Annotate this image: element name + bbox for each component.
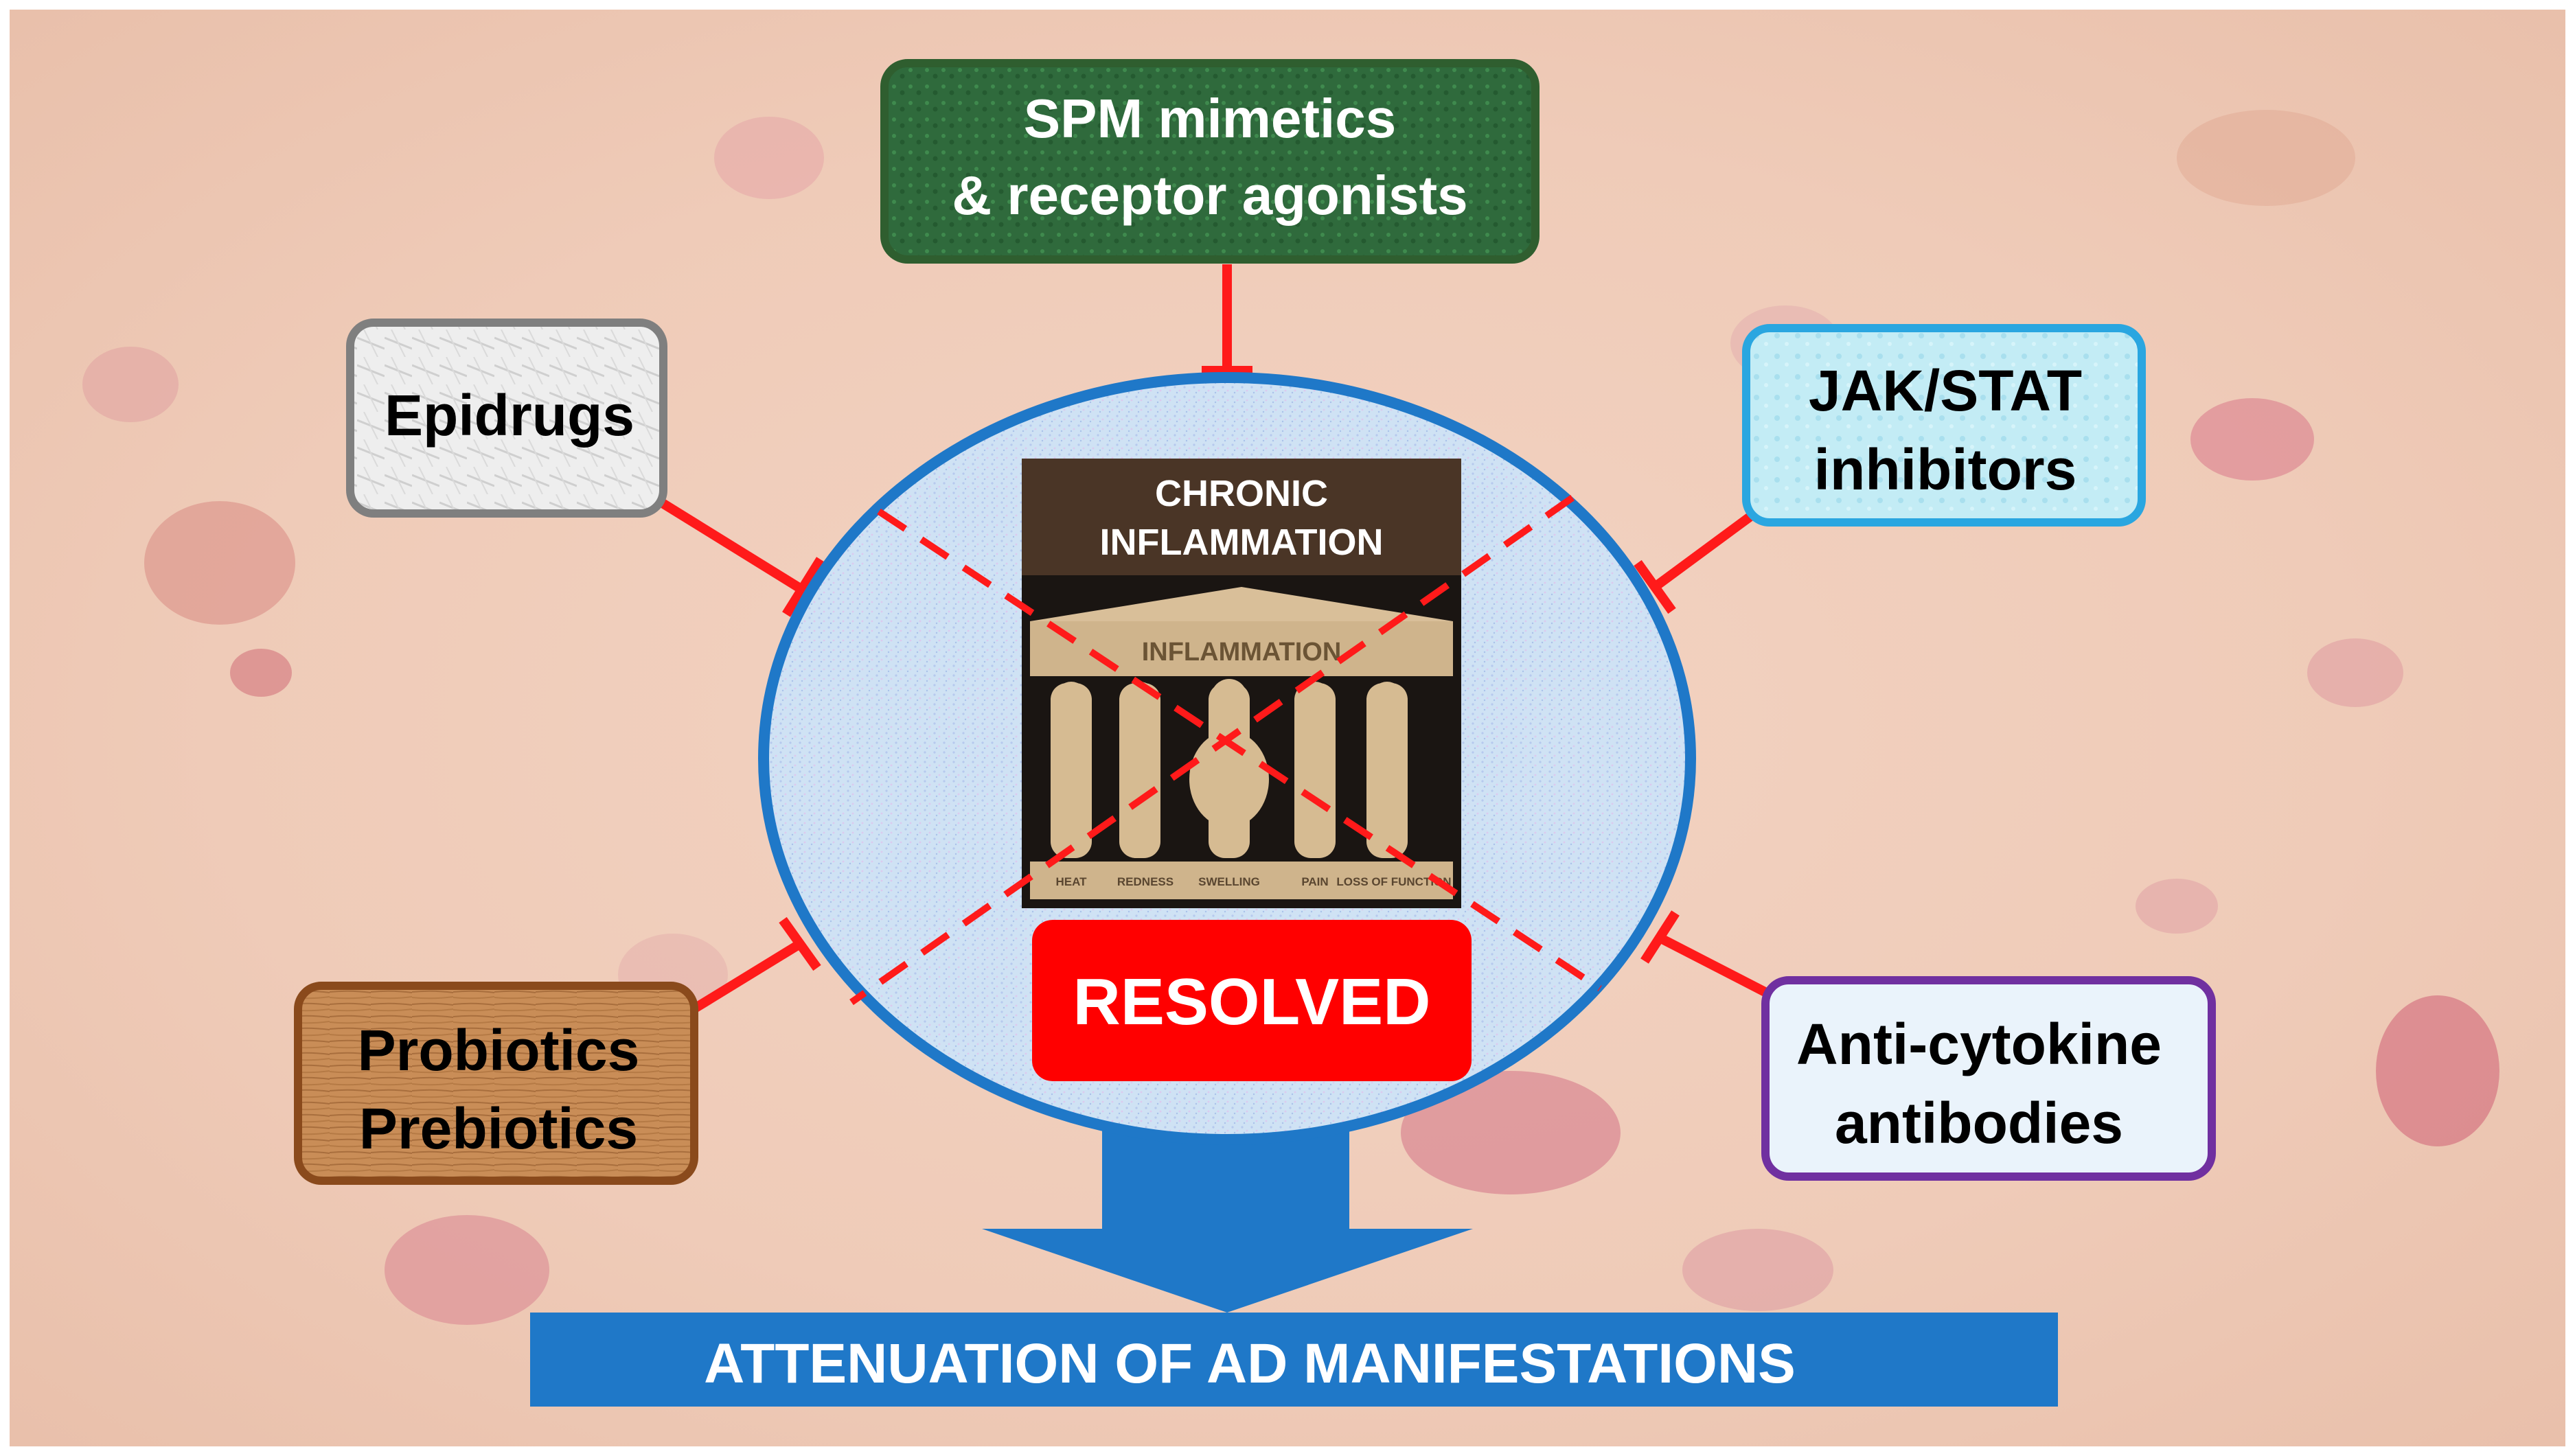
tbar-epidrugs — [782, 557, 825, 617]
frieze-text: INFLAMMATION — [1142, 638, 1342, 667]
caryatid-figures — [1051, 679, 1408, 858]
box-spm: SPM mimetics & receptor agonists — [880, 59, 1540, 264]
box-jakstat: JAK/STAT inhibitors — [1742, 324, 2146, 527]
dashed-cross — [849, 494, 1602, 1006]
chronic-inflammation-image: CHRONIC INFLAMMATION INFLAMMATION — [1022, 459, 1461, 908]
line-jakstat — [1651, 509, 1758, 591]
box-probiotics: Probiotics Prebiotics — [294, 982, 698, 1185]
tbar-jakstat — [1634, 559, 1676, 614]
inhibitor-lines — [656, 264, 1774, 1013]
resolved-label: RESOLVED — [1073, 965, 1431, 1039]
box-anticytokine: Anti-cytokine antibodies — [1761, 976, 2216, 1181]
pillar-label-loss: LOSS OF FUNCTION — [1336, 875, 1451, 888]
image-title-bar — [1022, 459, 1461, 575]
pillar-label-redness: REDNESS — [1117, 875, 1174, 888]
line-epidrugs — [656, 497, 806, 594]
pillar-label-heat: HEAT — [1055, 875, 1087, 888]
pillar-label-pain: PAIN — [1301, 875, 1328, 888]
temple-base — [1030, 862, 1453, 899]
box-probiotics-line2: Prebiotics — [359, 1096, 638, 1161]
temple-pediment — [1030, 587, 1453, 621]
box-spm-line1: SPM mimetics — [1024, 88, 1396, 149]
outcome-bar: ATTENUATION OF AD MANIFESTATIONS — [530, 1313, 2058, 1407]
box-anticytokine-line2: antibodies — [1835, 1091, 2123, 1155]
tbar-anticytokine — [1640, 910, 1680, 964]
line-probiotics — [691, 940, 803, 1013]
box-probiotics-line1: Probiotics — [358, 1018, 640, 1083]
image-title-line1: CHRONIC — [1155, 473, 1328, 514]
resolved-badge: RESOLVED — [1032, 920, 1472, 1081]
pillar-labels: HEAT REDNESS SWELLING PAIN LOSS OF FUNCT… — [1055, 875, 1451, 888]
outcome-label: ATTENUATION OF AD MANIFESTATIONS — [704, 1332, 1796, 1395]
box-epidrugs-line1: Epidrugs — [385, 383, 634, 448]
skin-blemishes — [82, 110, 2499, 1325]
box-anticytokine-line1: Anti-cytokine — [1796, 1012, 2162, 1076]
box-spm-line2: & receptor agonists — [952, 165, 1467, 226]
tbar-probiotics — [779, 916, 821, 971]
box-epidrugs: Epidrugs — [346, 319, 667, 518]
box-jakstat-line1: JAK/STAT — [1809, 358, 2082, 423]
box-jakstat-line2: inhibitors — [1814, 437, 2077, 502]
pillar-label-swelling: SWELLING — [1198, 875, 1260, 888]
image-title-line2: INFLAMMATION — [1100, 522, 1384, 563]
line-anticytokine — [1656, 932, 1774, 1000]
